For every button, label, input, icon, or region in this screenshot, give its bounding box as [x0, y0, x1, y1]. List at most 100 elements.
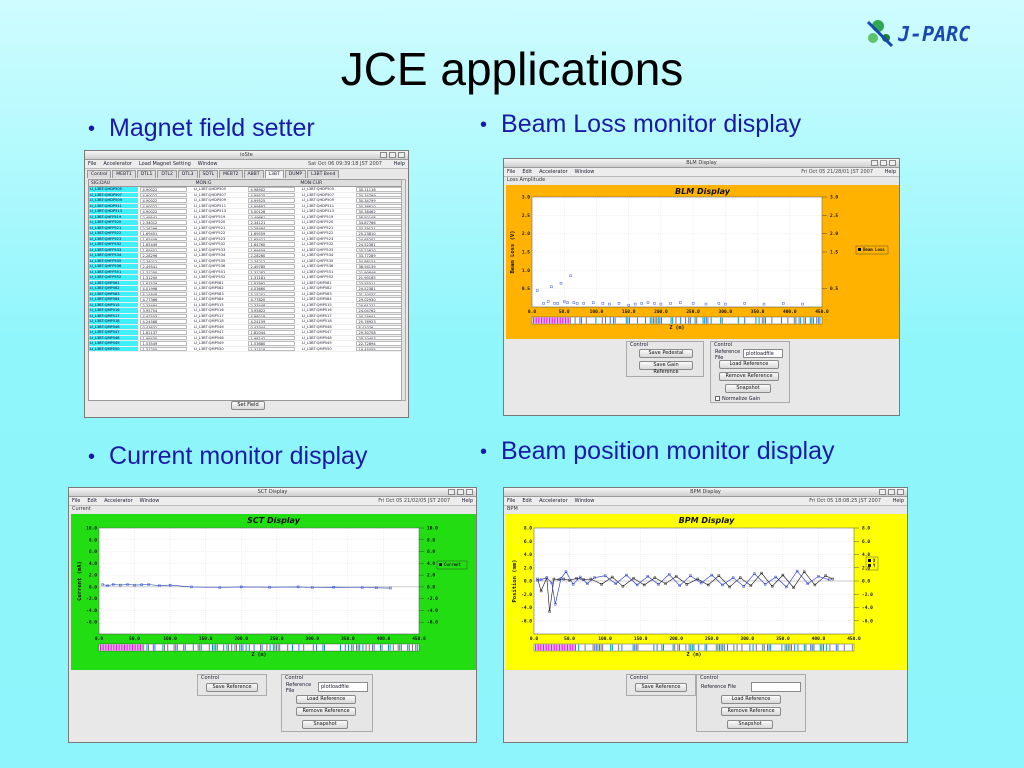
tab-control[interactable]: Control: [87, 170, 112, 178]
menu-load-magnet[interactable]: Load Magnet Setting: [138, 161, 191, 167]
magnet-value-cell[interactable]: 2.28296: [140, 225, 188, 230]
magnet-value-cell[interactable]: 1.31250: [140, 275, 188, 280]
magnet-value-cell[interactable]: 4.90022: [140, 192, 188, 197]
menu-accelerator[interactable]: Accelerator: [539, 169, 568, 175]
save-pedestal-button[interactable]: Save Pedestal: [639, 349, 693, 358]
reference-file-field[interactable]: plotloadfile: [318, 682, 368, 692]
close-icon[interactable]: [398, 152, 405, 158]
magnet-scrollbar[interactable]: [401, 179, 406, 401]
magnet-value-cell[interactable]: 0.43632: [140, 324, 188, 329]
magnet-value-cell[interactable]: 1.65449: [140, 236, 188, 241]
normalize-gain-checkbox[interactable]: Normalize Gain: [715, 396, 760, 402]
magnet-value-cell[interactable]: 4.90022: [140, 198, 188, 203]
menu-edit[interactable]: Edit: [87, 498, 98, 504]
menu-window[interactable]: Window: [574, 498, 595, 504]
maximize-icon[interactable]: [880, 160, 887, 166]
remove-reference-button[interactable]: Remove Reference: [296, 707, 356, 716]
remove-reference-button[interactable]: Remove Reference: [721, 707, 781, 716]
save-reference-button[interactable]: Save Reference: [206, 683, 258, 692]
magnet-value-cell[interactable]: 2.34012: [140, 258, 188, 263]
load-reference-button[interactable]: Load Reference: [296, 695, 356, 704]
maximize-icon[interactable]: [457, 489, 464, 495]
menu-file[interactable]: File: [88, 161, 97, 167]
tab-dtl1[interactable]: DTL1: [136, 170, 157, 178]
tab-sdtl[interactable]: SDTL: [198, 170, 219, 178]
minimize-icon[interactable]: [871, 160, 878, 166]
close-icon[interactable]: [889, 160, 896, 166]
magnet-value-cell[interactable]: 1.65449: [140, 242, 188, 247]
magnet-value-cell[interactable]: 1.31250: [140, 346, 188, 351]
minimize-icon[interactable]: [448, 489, 455, 495]
bpm-titlebar[interactable]: BPM Display: [504, 488, 907, 497]
menu-window[interactable]: Window: [574, 169, 595, 175]
menu-file[interactable]: File: [507, 169, 516, 175]
menu-edit[interactable]: Edit: [522, 498, 533, 504]
remove-reference-button[interactable]: Remove Reference: [719, 372, 779, 381]
menu-window[interactable]: Window: [197, 161, 218, 167]
tab-mebt2[interactable]: MEBT2: [219, 170, 243, 178]
magnet-value-cell[interactable]: 1.31250: [140, 269, 188, 274]
magnet-value-cell[interactable]: 1.53549: [140, 341, 188, 346]
blm-titlebar[interactable]: BLM Display: [504, 159, 899, 168]
menu-help[interactable]: Help: [892, 498, 904, 504]
tab-dtl3[interactable]: DTL3: [177, 170, 198, 178]
snapshot-button[interactable]: Snapshot: [725, 384, 771, 393]
menu-window[interactable]: Window: [139, 498, 160, 504]
tab-mebt1[interactable]: MEBT1: [112, 170, 136, 178]
magnet-value-cell[interactable]: 4.90022: [140, 209, 188, 214]
load-reference-button[interactable]: Load Reference: [721, 695, 781, 704]
menu-help[interactable]: Help: [884, 169, 896, 175]
magnet-value-cell[interactable]: 4.97503: [140, 313, 188, 318]
reference-file-field[interactable]: [751, 682, 801, 692]
magnet-titlebar[interactable]: ioSte: [85, 151, 408, 160]
tab-l3bt-bend[interactable]: L3BT Bend: [307, 170, 340, 178]
menu-accelerator[interactable]: Accelerator: [104, 498, 133, 504]
menu-accelerator[interactable]: Accelerator: [103, 161, 132, 167]
magnet-value-cell[interactable]: 2.33494: [140, 302, 188, 307]
magnet-value-cell[interactable]: 4.90022: [140, 203, 188, 208]
close-icon[interactable]: [897, 489, 904, 495]
magnet-value-cell[interactable]: 1.69451: [140, 247, 188, 252]
save-gain-reference-button[interactable]: Save Gain Reference: [639, 361, 693, 375]
sct-titlebar[interactable]: SCT Display: [69, 488, 476, 497]
close-icon[interactable]: [466, 489, 473, 495]
menu-help[interactable]: Help: [461, 498, 473, 504]
snapshot-button[interactable]: Snapshot: [302, 720, 348, 729]
magnet-value-cell[interactable]: 3.95754: [140, 308, 188, 313]
menu-help[interactable]: Help: [393, 161, 405, 167]
magnet-value-cell[interactable]: 5.14848: [140, 291, 188, 296]
tab-l3bt[interactable]: L3BT: [264, 170, 284, 178]
save-reference-button[interactable]: Save Reference: [635, 683, 687, 692]
maximize-icon[interactable]: [888, 489, 895, 495]
tab-abbt[interactable]: ABBT: [243, 170, 264, 178]
magnet-value-cell[interactable]: 4.01998: [140, 286, 188, 291]
magnet-value-cell[interactable]: 1.98430: [140, 335, 188, 340]
magnet-value-cell[interactable]: 4.90022: [140, 187, 188, 192]
magnet-value-cell[interactable]: 2.34012: [140, 220, 188, 225]
menu-file[interactable]: File: [72, 498, 81, 504]
magnet-value-cell[interactable]: 1.69451: [140, 231, 188, 236]
magnet-value-cell[interactable]: 2.49541: [140, 264, 188, 269]
magnet-value-cell[interactable]: 2.49541: [140, 214, 188, 219]
maximize-icon[interactable]: [389, 152, 396, 158]
magnet-value-cell[interactable]: 1.87579: [140, 280, 188, 285]
menu-accelerator[interactable]: Accelerator: [539, 498, 568, 504]
tab-dump[interactable]: DUMP: [284, 170, 307, 178]
snapshot-button[interactable]: Snapshot: [727, 720, 773, 729]
load-reference-button[interactable]: Load Reference: [719, 360, 779, 369]
menu-edit[interactable]: Edit: [522, 169, 533, 175]
set-field-button[interactable]: Set Field: [231, 401, 265, 410]
magnet-value-cell[interactable]: 2.28296: [140, 253, 188, 258]
magnet-value-cell[interactable]: 4.24568: [140, 319, 188, 324]
minimize-icon[interactable]: [380, 152, 387, 158]
magnet-value-cell[interactable]: 1.82137: [140, 330, 188, 335]
reference-file-field[interactable]: plotloadfile: [743, 349, 783, 358]
minimize-icon[interactable]: [879, 489, 886, 495]
tab-dtl2[interactable]: DTL2: [157, 170, 177, 178]
menu-file[interactable]: File: [507, 498, 516, 504]
checkbox-icon[interactable]: [715, 396, 720, 401]
magnet-value-cell[interactable]: 4.77366: [140, 297, 188, 302]
